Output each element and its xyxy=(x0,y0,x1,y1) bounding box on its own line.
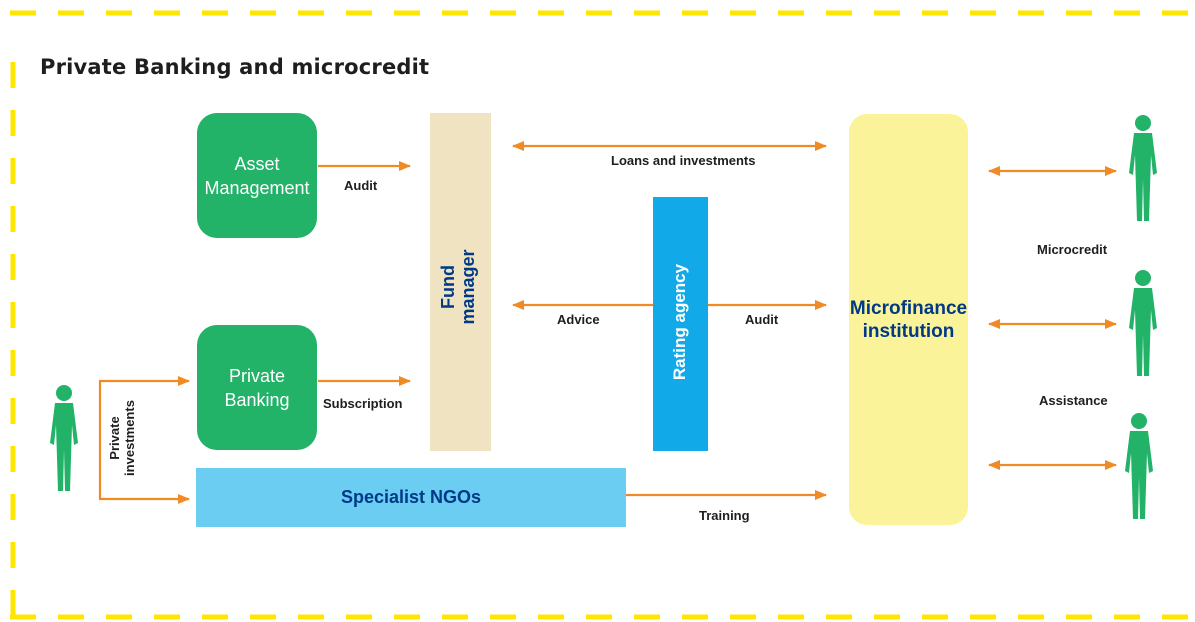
specialist-ngos-label: Specialist NGOs xyxy=(340,487,482,507)
asset-management-label: Asset Management xyxy=(204,153,310,198)
person-silhouette-icon xyxy=(1129,270,1157,376)
private-investments-label: Private investments xyxy=(107,400,137,476)
audit-rating-label: Audit xyxy=(745,312,779,327)
person-silhouette-icon xyxy=(1129,115,1157,221)
rating-agency-box xyxy=(653,197,708,451)
advice-label: Advice xyxy=(557,312,600,327)
specialist-ngos-box: Specialist NGOs xyxy=(196,468,626,527)
fund-manager-box xyxy=(430,113,491,451)
microcredit-label: Microcredit xyxy=(1037,242,1108,257)
training-label: Training xyxy=(699,508,750,523)
private-banking-label: Private Banking xyxy=(224,365,290,410)
subscription-label: Subscription xyxy=(323,396,403,411)
person-silhouette-icon xyxy=(50,385,78,491)
asset-management-box: Asset Management xyxy=(197,113,317,238)
loans-investments-label: Loans and investments xyxy=(611,153,756,168)
microfinance-institution-label: Microfinance institution xyxy=(849,297,968,342)
microfinance-institution-box: Microfinance institution xyxy=(849,114,968,525)
assistance-label: Assistance xyxy=(1039,393,1108,408)
arrow-private-investments xyxy=(98,376,190,504)
private-banking-box: Private Banking xyxy=(197,325,317,450)
person-silhouette-icon xyxy=(1125,413,1153,519)
audit-asset-label: Audit xyxy=(344,178,378,193)
diagram-title: Private Banking and microcredit xyxy=(40,55,430,79)
